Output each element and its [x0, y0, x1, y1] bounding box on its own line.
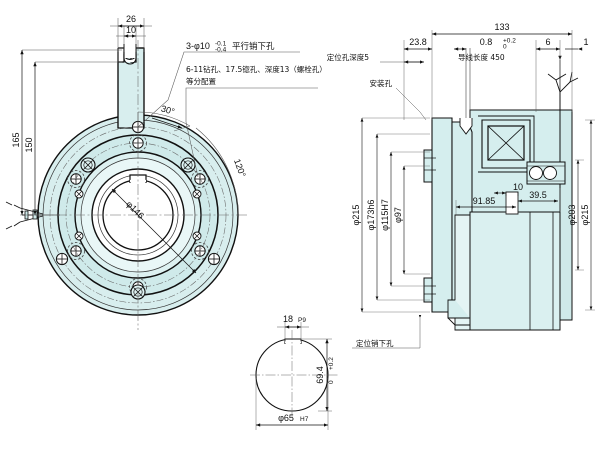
dim-69-4-tol-upper: +0.2 — [328, 357, 335, 370]
dim-phi115-label: φ115H7 — [380, 199, 390, 231]
note-mounting-hole: 安装孔 — [370, 78, 393, 88]
dim-165-label: 165 — [11, 132, 21, 147]
dim-0-8-tol-upper: +0.2 — [503, 38, 516, 45]
dim-39-5-label: 39.5 — [529, 190, 547, 200]
dim-phi203-label: φ203 — [567, 205, 577, 226]
detail-dim-height: 69.4 +0.2 0 — [302, 338, 335, 412]
detail-dim-keyway-width: 18 P9 — [277, 314, 309, 342]
dim-0-8-label: 0.8 — [480, 37, 493, 47]
note-equal-spacing: 等分配置 — [186, 76, 216, 86]
note-lead-length: 导线长度 450 — [458, 52, 505, 62]
note-leaders-front — [137, 51, 318, 178]
section-view-group: 133 23.8 0.8 +0.2 0 6 1 导线长度 450 定位孔深度5 … — [327, 22, 595, 331]
dim-23-8-label: 23.8 — [409, 37, 427, 47]
section-top-dims: 133 23.8 0.8 +0.2 0 6 1 导线长度 450 — [403, 22, 589, 120]
hub-step — [447, 299, 470, 319]
section-right-dims: φ203 φ215 — [567, 119, 595, 311]
dim-69-4-tol-lower: 0 — [328, 380, 335, 384]
mounting-flange-plate — [431, 117, 453, 313]
bearing-assembly — [526, 161, 566, 185]
section-diameter-dims: φ215 φ173h6 φ115H7 φ97 — [351, 117, 430, 313]
note-pin-tol-lower: -0.4 — [215, 47, 227, 54]
detail-label-leader: 定位销下孔 — [352, 315, 422, 349]
dim-6-label: 6 — [545, 37, 550, 47]
keyway-section — [505, 191, 519, 215]
dim-150-label: 150 — [24, 137, 34, 152]
dim-18-label: 18 — [283, 314, 293, 324]
dim-26-label: 26 — [126, 14, 136, 24]
flange-boss-lower — [423, 277, 433, 303]
section-left-notes: 定位孔深度5 安装孔 — [327, 52, 427, 121]
dim-1-label: 1 — [583, 37, 588, 47]
dim-69-4-label: 69.4 — [315, 366, 325, 384]
dim-30deg-label: 30° — [160, 103, 176, 116]
note-parallel-pin-hole: 平行销下孔 — [232, 41, 275, 52]
air-gap-vee — [459, 118, 473, 135]
dim-133-label: 133 — [494, 22, 509, 32]
dim-phi173-label: φ173h6 — [366, 200, 376, 231]
section-inner-horiz-dims: 91.85 10 39.5 — [455, 182, 561, 215]
front-view-group: 26 10 165 150 φ146 30° — [5, 14, 327, 330]
dim-phi65-label: φ65 — [278, 413, 294, 423]
dim-vertical-heights: 165 150 — [11, 49, 122, 216]
mounting-screw-heads — [80, 157, 196, 300]
dim-10-hub-label: 10 — [513, 182, 523, 192]
note-bolt-hole-spec: 6-11钻孔、17.5锪孔、深度13（螺栓孔） — [186, 64, 327, 74]
lead-wire — [547, 55, 579, 112]
rotor-body-lower — [469, 211, 561, 331]
dim-top-widths: 26 10 — [110, 14, 152, 52]
dim-phi97-label: φ97 — [393, 207, 403, 223]
detail-view-group: 18 P9 69.4 +0.2 0 φ65 H7 定位销下孔 — [250, 314, 422, 430]
note-pin-hole-prefix: 3-φ10 — [186, 41, 210, 51]
dim-18-fit-label: P9 — [298, 317, 306, 324]
detail-label-text: 定位销下孔 — [356, 338, 394, 348]
dim-91-85-label: 91.85 — [473, 196, 496, 206]
dim-phi215-right-label: φ215 — [580, 205, 590, 226]
note-locating-hole-depth: 定位孔深度5 — [327, 52, 369, 62]
dim-phi215-left-label: φ215 — [351, 205, 361, 226]
detail-dim-bore: φ65 H7 — [255, 378, 329, 430]
dim-phi65-fit-label: H7 — [300, 416, 309, 423]
note-pin-tol-upper: -0.1 — [215, 41, 227, 48]
dim-0-8-tol-lower: 0 — [503, 44, 507, 51]
dim-10-label: 10 — [126, 25, 136, 35]
dim-angle-30: 30° — [137, 103, 191, 132]
